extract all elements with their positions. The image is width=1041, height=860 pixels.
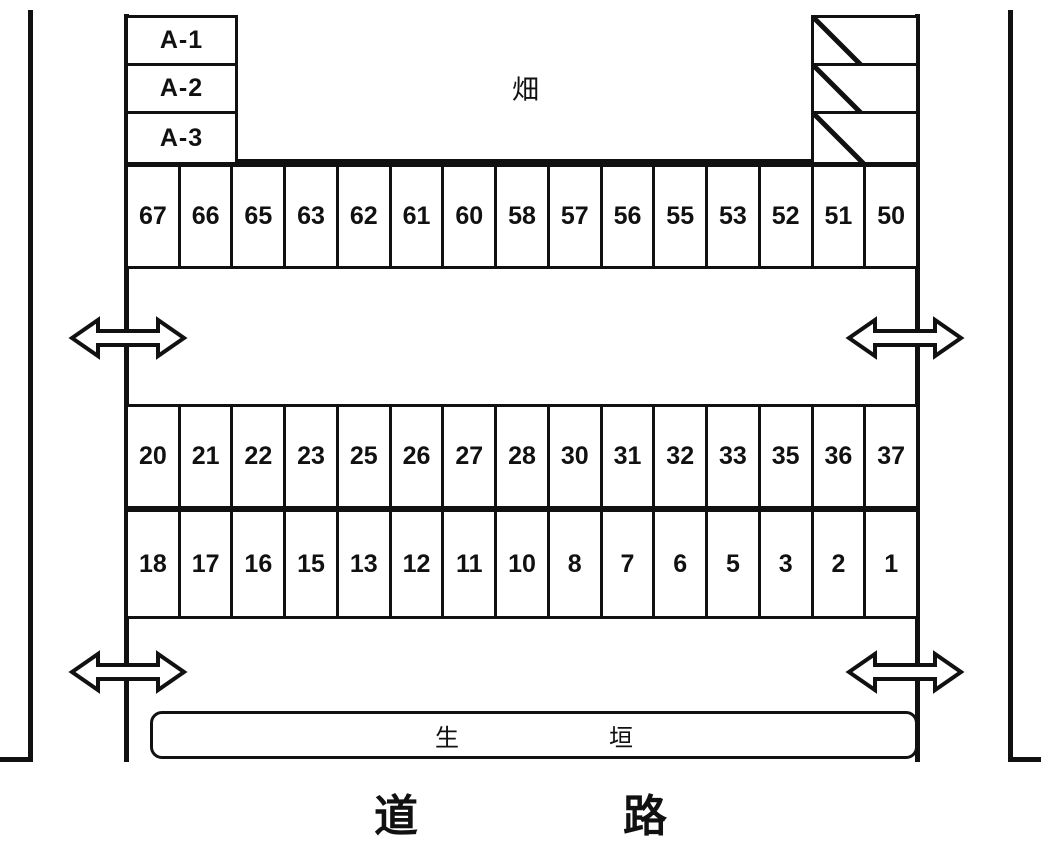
parking-stall[interactable]: 16 (233, 512, 287, 616)
parking-stall[interactable]: 53 (708, 167, 761, 266)
hatched-cell (814, 114, 916, 162)
parking-stall[interactable]: 37 (866, 407, 917, 506)
parking-stall[interactable]: 18 (128, 512, 181, 616)
parking-stall[interactable]: 27 (444, 407, 498, 506)
lot-frame: A-1 A-2 A-3 畑 (124, 14, 920, 762)
a-block: A-1 A-2 A-3 (125, 15, 238, 165)
parking-stall[interactable]: 21 (180, 407, 234, 506)
hedge-label-right: 垣 (609, 723, 633, 752)
field-label-text: 畑 (512, 75, 539, 106)
a-block-cell[interactable]: A-1 (128, 18, 235, 66)
right-road-boundary-foot (1008, 757, 1041, 762)
parking-stall[interactable]: 55 (655, 167, 709, 266)
parking-stall[interactable]: 63 (286, 167, 339, 266)
parking-stall[interactable]: 8 (549, 512, 603, 616)
parking-stall[interactable]: 2 (813, 512, 867, 616)
parking-stall[interactable]: 6 (655, 512, 709, 616)
parking-stall[interactable]: 52 (760, 167, 814, 266)
hatched-cell (814, 66, 916, 114)
a-block-cell[interactable]: A-3 (159, 123, 204, 152)
entrance-arrow-lower-left (68, 650, 188, 694)
parking-stall[interactable]: 33 (708, 407, 761, 506)
parking-stall[interactable]: 17 (180, 512, 234, 616)
field-area: 畑 (240, 15, 811, 160)
parking-stall[interactable]: 3 (760, 512, 814, 616)
parking-stall[interactable]: 66 (180, 167, 234, 266)
parking-stall[interactable]: 13 (338, 512, 392, 616)
parking-stall[interactable]: 67 (128, 167, 181, 266)
hatched-cell (814, 18, 916, 66)
parking-stall[interactable]: 61 (391, 167, 445, 266)
parking-stall[interactable]: 36 (813, 407, 867, 506)
a-block-cell[interactable]: A-2 (128, 66, 235, 114)
lot-right-edge (915, 14, 920, 762)
lot-left-edge (124, 14, 129, 762)
parking-stall[interactable]: 20 (128, 407, 181, 506)
parking-stall[interactable]: 58 (497, 167, 550, 266)
parking-stall[interactable]: 60 (444, 167, 498, 266)
road-label: 道 路 (0, 780, 1041, 844)
parking-stall[interactable]: 32 (655, 407, 709, 506)
parking-stall[interactable]: 1 (866, 512, 917, 616)
parking-stall[interactable]: 5 (708, 512, 761, 616)
entrance-arrow-upper-right (845, 316, 965, 360)
entrance-arrow-upper-left (68, 316, 188, 360)
entrance-arrow-lower-right (845, 650, 965, 694)
parking-stall[interactable]: 10 (497, 512, 550, 616)
parking-stall[interactable]: 7 (602, 512, 656, 616)
parking-stall[interactable]: 56 (602, 167, 656, 266)
road-label-right: 路 (623, 791, 667, 842)
parking-stall[interactable]: 50 (866, 167, 917, 266)
parking-stall[interactable]: 23 (286, 407, 339, 506)
field-bottom-boundary (237, 159, 814, 164)
parking-stall[interactable]: 57 (549, 167, 603, 266)
parking-stall[interactable]: 12 (391, 512, 445, 616)
road-label-left: 道 (374, 791, 418, 842)
hedge-label-left: 生 (435, 723, 459, 752)
parking-stall[interactable]: 28 (497, 407, 550, 506)
parking-stall[interactable]: 25 (338, 407, 392, 506)
left-road-boundary-line (28, 10, 33, 758)
parking-stall[interactable]: 26 (391, 407, 445, 506)
parking-stall[interactable]: 11 (444, 512, 498, 616)
parking-stall[interactable]: 31 (602, 407, 656, 506)
parking-stall[interactable]: 30 (549, 407, 603, 506)
parking-stall[interactable]: 51 (813, 167, 867, 266)
parking-stall[interactable]: 15 (286, 512, 339, 616)
left-road-boundary-foot (0, 757, 33, 762)
parking-stall[interactable]: 22 (233, 407, 287, 506)
right-road-boundary-line (1008, 10, 1013, 758)
parking-stall[interactable]: 65 (233, 167, 287, 266)
parking-stall[interactable]: 62 (338, 167, 392, 266)
hedge-bar: 生 垣 (150, 711, 918, 759)
parking-stall[interactable]: 35 (760, 407, 814, 506)
hatched-block (811, 15, 919, 165)
